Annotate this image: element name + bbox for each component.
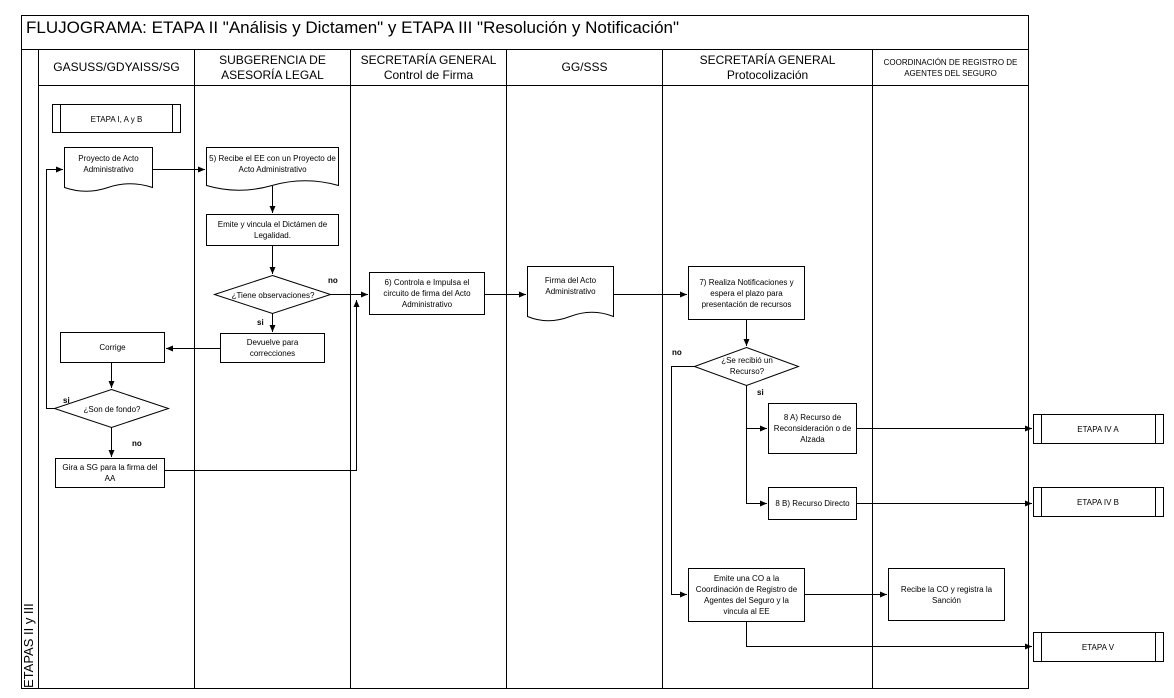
gira-node: Gira a SG para la firma del AA [62, 463, 158, 483]
etapa-iva-node: ETAPA IV A [1077, 424, 1119, 434]
lane-header-line: SUBGERENCIA DE [219, 53, 326, 67]
recurso-a-node: 8 A) Recurso de Reconsideración o de Alz… [773, 413, 852, 444]
side-stage-label: ETAPAS II y III [21, 603, 36, 688]
recibe-co-node: Recibe la CO y registra la Sanción [900, 584, 993, 605]
tiene-obs-node: ¿Tiene observaciones? [231, 290, 315, 300]
etapa-i-node: ETAPA I, A y B [90, 114, 143, 124]
corrige-node: Corrige [99, 343, 126, 352]
gira-shape [55, 458, 165, 488]
lane-header-line: GASUSS/GDYAISS/SG [53, 60, 180, 74]
edge-label-si-obs: si [257, 318, 264, 327]
corrige-shape [60, 332, 165, 363]
lane-header-line: Control de Firma [383, 68, 474, 82]
etapa-v-node: ETAPA V [1081, 642, 1115, 652]
etapa-iva-shape [1033, 414, 1164, 444]
recibe-co-shape [888, 568, 1005, 621]
edge-label-si-recurso: si [757, 388, 764, 397]
edge-gira-controla [164, 300, 360, 471]
emite-dictamen-node: Emite y vincula el Dictámen de Legalidad… [217, 220, 328, 240]
lane-header-line: COORDINACIÓN DE REGISTRO DE [883, 58, 1018, 67]
firma-node: Firma del Acto Administrativo [544, 276, 597, 296]
controla-node: 6) Controla e Impulsa el circuito de fir… [383, 278, 471, 309]
son-fondo-node: ¿Son de fondo? [83, 404, 141, 414]
recibe-document-shape [206, 147, 339, 191]
proyecto-node: Proyecto de Acto Administrativo [78, 154, 139, 174]
lane-header-protocolizacion: SECRETARÍA GENERAL Protocolización [663, 53, 872, 83]
etapa-i-shape [52, 104, 181, 133]
lane-header-gg-sss: GG/SSS [507, 60, 662, 75]
edge-label-si-fondo: si [63, 396, 70, 405]
lane-header-line: SECRETARÍA GENERAL [699, 53, 836, 67]
outer-frame [21, 15, 1029, 689]
lane-header-asesoria-legal: SUBGERENCIA DE ASESORÍA LEGAL [195, 53, 350, 83]
lane-header-control-firma: SECRETARÍA GENERAL Control de Firma [351, 53, 506, 83]
lane-header-gasuss: GASUSS/GDYAISS/SG [39, 60, 194, 75]
devuelve-shape [220, 333, 325, 363]
notifica-shape [688, 266, 805, 320]
lane-header-line: ASESORÍA LEGAL [221, 68, 324, 82]
controla-shape [369, 272, 485, 315]
lane-header-line: SECRETARÍA GENERAL [360, 53, 497, 67]
lane-header-coordinacion: COORDINACIÓN DE REGISTRO DE AGENTES DEL … [873, 57, 1028, 79]
etapa-ivb-shape [1033, 487, 1164, 517]
etapa-v-shape [1033, 632, 1164, 662]
lane-header-line: GG/SSS [561, 60, 608, 74]
etapa-ivb-node: ETAPA IV B [1077, 497, 1119, 507]
emite-co-shape [688, 568, 805, 622]
edge-label-no-fondo: no [132, 439, 142, 448]
recibio-node: ¿Se recibió un Recurso? [721, 356, 773, 376]
lane-header-line: AGENTES DEL SEGURO [904, 69, 997, 78]
edge-son-fondo-proyecto [46, 166, 63, 409]
edge-emite-co-etapa-v [746, 621, 1032, 650]
emite-co-node: Emite una CO a la Coordinación de Regist… [695, 574, 798, 616]
edge-label-no-recurso: no [672, 348, 682, 357]
edge-label-no-obs: no [328, 276, 338, 285]
devuelve-node: Devuelve para correcciones [246, 338, 299, 358]
notifica-node: 7) Realiza Notificaciones y espera el pl… [699, 277, 794, 309]
lane-header-line: Protocolización [726, 68, 809, 82]
edge-recibio-recurso-b [746, 428, 767, 507]
edge-recibio-emite-co [671, 366, 695, 598]
page-title: FLUJOGRAMA: ETAPA II "Análisis y Dictame… [26, 18, 680, 37]
recurso-a-shape [768, 403, 857, 454]
proyecto-document-shape [64, 147, 153, 192]
recibe-node: 5) Recibe el EE con un Proyecto de Acto … [209, 154, 336, 174]
firma-document-shape [527, 266, 614, 322]
emite-dictamen-shape [206, 214, 339, 246]
recurso-b-node: 8 B) Recurso Directo [775, 499, 850, 508]
